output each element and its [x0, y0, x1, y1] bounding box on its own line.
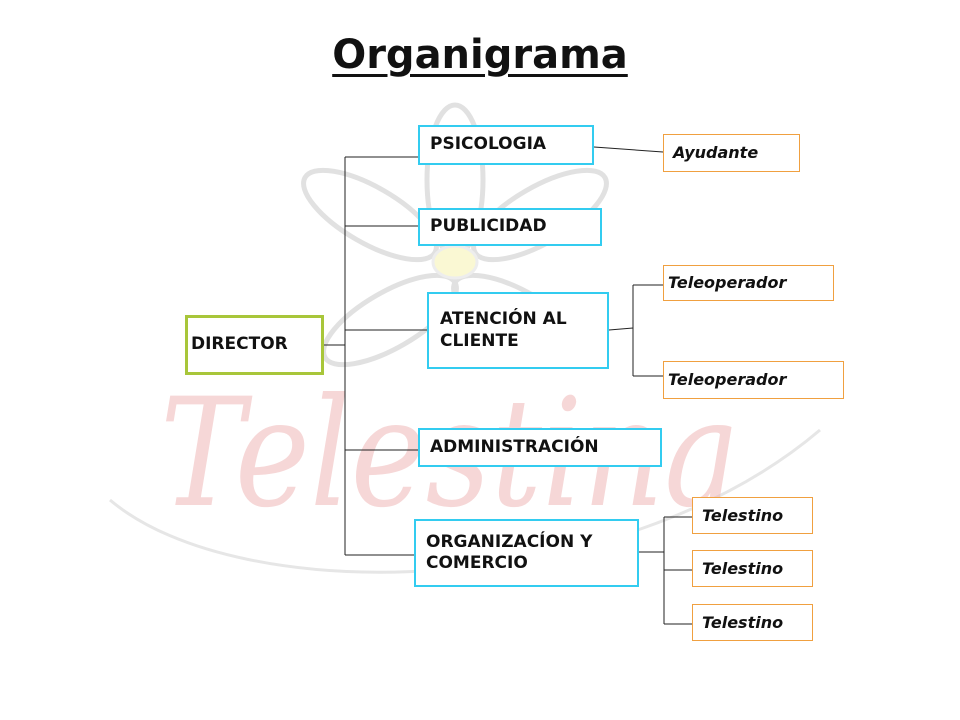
- node-telestino-3: Telestino: [692, 604, 813, 641]
- node-ayudante-label: Ayudante: [673, 143, 759, 162]
- node-psicologia-label: PSICOLOGIA: [430, 134, 547, 155]
- page-title: Organigrama: [332, 32, 628, 78]
- node-organizacion-y-comercio: ORGANIZACÍON Y COMERCIO: [414, 519, 639, 587]
- node-atencion-al-cliente-label: ATENCIÓN AL CLIENTE: [440, 309, 567, 351]
- node-director-label: DIRECTOR: [191, 334, 288, 355]
- node-publicidad: PUBLICIDAD: [418, 208, 602, 246]
- node-telestino-1-label: Telestino: [702, 505, 784, 525]
- node-director: DIRECTOR: [185, 315, 324, 375]
- node-teleoperador-2: Teleoperador: [663, 361, 844, 399]
- connector-lines: [323, 146, 692, 625]
- node-teleoperador-1: Teleoperador: [663, 265, 834, 301]
- node-teleoperador-1-label: Teleoperador: [668, 273, 787, 292]
- node-teleoperador-2-label: Teleoperador: [668, 370, 787, 389]
- node-atencion-al-cliente: ATENCIÓN AL CLIENTE: [427, 292, 609, 369]
- node-organizacion-y-comercio-label: ORGANIZACÍON Y COMERCIO: [426, 531, 593, 573]
- node-telestino-1: Telestino: [692, 497, 813, 534]
- node-telestino-3-label: Telestino: [702, 612, 784, 632]
- node-telestino-2-label: Telestino: [702, 558, 784, 578]
- node-psicologia: PSICOLOGIA: [418, 125, 594, 165]
- node-administracion: ADMINISTRACIÓN: [418, 428, 662, 467]
- node-publicidad-label: PUBLICIDAD: [430, 216, 547, 237]
- node-administracion-label: ADMINISTRACIÓN: [430, 436, 599, 457]
- node-telestino-2: Telestino: [692, 550, 813, 587]
- node-ayudante: Ayudante: [663, 134, 800, 172]
